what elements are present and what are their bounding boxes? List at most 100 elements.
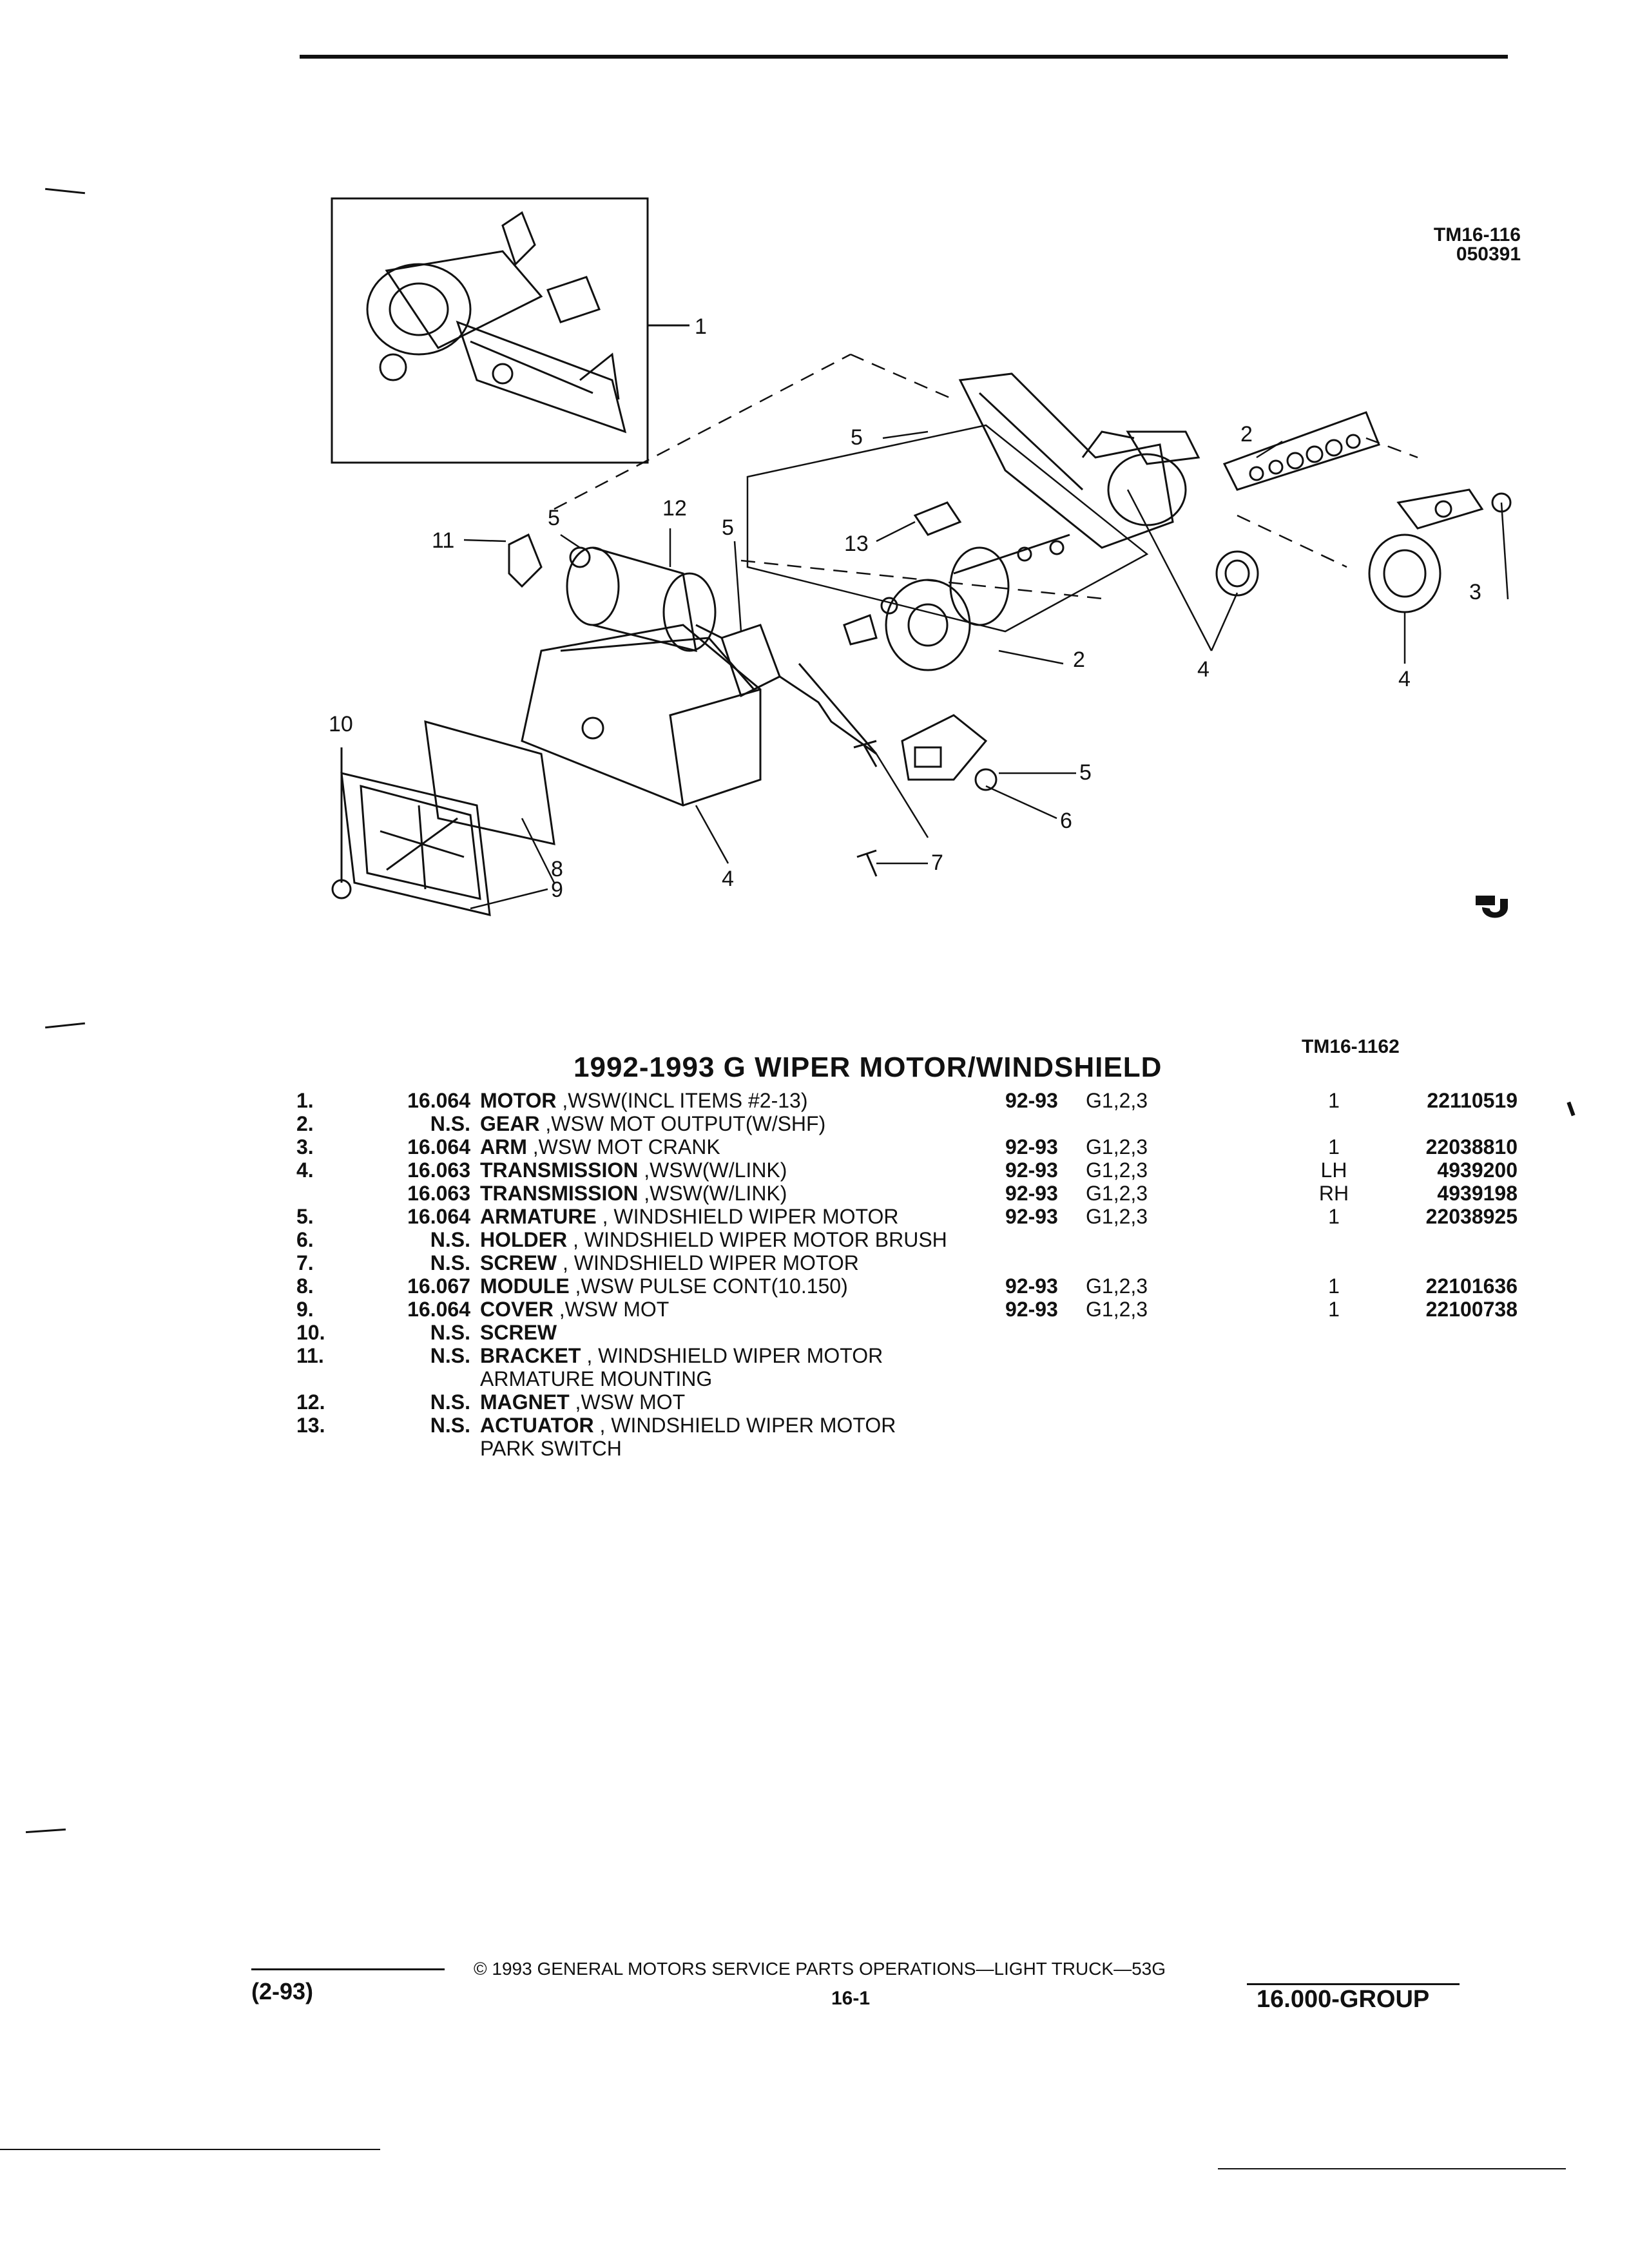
callout-label: 4 [722,867,734,891]
group-number: N.S. [430,1414,470,1437]
motor-housing-illustration [521,624,762,807]
part-name: SCREW [480,1251,557,1274]
part-name: ARMATURE [480,1205,597,1228]
part-name: TRANSMISSION [480,1158,639,1182]
part-description: HOLDER , WINDSHIELD WIPER MOTOR BRUSH [480,1228,947,1251]
series: G1,2,3 [1086,1205,1148,1228]
section-title: 1992-1993 G WIPER MOTOR/WINDSHIELD [574,1052,1162,1083]
figure-date-code: 050391 [1456,244,1521,265]
item-number: 6. [296,1228,314,1251]
quantity: 1 [1328,1135,1340,1158]
inset-frame [331,197,649,464]
callout-label: 9 [551,878,563,902]
part-number: 22100738 [1425,1298,1518,1321]
gm-logo-icon [1476,896,1508,918]
footer-date: (2-93) [251,1978,314,2004]
cover-illustration [340,772,491,916]
item-number: 2. [296,1112,314,1135]
figure-id-bottom: TM16-1162 [1302,1036,1400,1057]
part-number: 4939198 [1437,1182,1518,1205]
item-number: 3. [296,1135,314,1158]
part-name: TRANSMISSION [480,1182,639,1205]
callout-label: 13 [844,532,869,556]
parts-row: 3. 16.064 92-93 G1,2,3 1 22038810 ARM ,WSW MOT… [296,1135,1521,1158]
callout-label: 2 [1073,648,1085,672]
callout-label: 8 [551,857,563,881]
group-number: N.S. [430,1112,470,1135]
item-number: 11. [296,1344,324,1367]
gear-group-outline [746,424,1149,633]
part-name: COVER [480,1298,554,1321]
group-number: N.S. [430,1251,470,1274]
bottom-rule-left [0,2149,380,2150]
part-number: 4939200 [1437,1158,1518,1182]
group-number: 16.063 [407,1182,470,1205]
parts-row: 13.N.S.ACTUATOR , WINDSHIELD WIPER MOTOR [296,1414,1521,1437]
part-name: BRACKET [480,1344,581,1367]
crank-arm-illustration [1396,488,1512,530]
part-number: 22038810 [1425,1135,1518,1158]
series: G1,2,3 [1086,1158,1148,1182]
part-name: ARM [480,1135,527,1158]
footer-page-number: 16-1 [831,1988,871,2009]
parts-row: 11. N.S. BRACKET , WINDSHIELD WIPER MOTOR [296,1344,1521,1367]
callout-label: 5 [1079,760,1092,785]
group-number: 16.064 [407,1135,470,1158]
part-description: GEAR ,WSW MOT OUTPUT(W/SHF) [480,1112,825,1135]
screw-10-icon [331,879,352,899]
part-qualifier: ARMATURE MOUNTING [480,1367,713,1390]
callout-label: 10 [329,712,353,736]
model-years: 92-93 [1005,1135,1058,1158]
callout-label: 5 [851,425,863,450]
callout-label: 2 [1240,422,1253,447]
magnet-illustration [566,546,717,653]
parts-row: 6.N.S.HOLDER , WINDSHIELD WIPER MOTOR BR… [296,1228,1521,1251]
series: G1,2,3 [1086,1089,1148,1112]
part-qualifier: ,WSW MOT CRANK [526,1135,720,1158]
part-description: ACTUATOR , WINDSHIELD WIPER MOTOR [480,1414,896,1437]
part-qualifier: ,WSW(INCL ITEMS #2-13) [556,1089,808,1112]
model-years: 92-93 [1005,1089,1058,1112]
part-qualifier: ,WSW(W/LINK) [638,1158,787,1182]
model-years: 92-93 [1005,1158,1058,1182]
part-description: MAGNET ,WSW MOT [480,1390,685,1414]
margin-mark [25,1828,66,1834]
armature-illustration [695,624,878,755]
part-name: SCREW [480,1321,557,1344]
part-qualifier: , WINDSHIELD WIPER MOTOR [596,1205,899,1228]
series: G1,2,3 [1086,1298,1148,1321]
model-years: 92-93 [1005,1274,1058,1298]
series: G1,2,3 [1086,1182,1148,1205]
part-qualifier: ,WSW(W/LINK) [638,1182,787,1205]
part-name: HOLDER [480,1228,568,1251]
model-years: 92-93 [1005,1298,1058,1321]
guide-line [554,353,851,510]
pulley-large-icon [1368,533,1441,613]
part-qualifier: , WINDSHIELD WIPER MOTOR BRUSH [567,1228,947,1251]
margin-mark [45,187,85,195]
pulley-small-icon [1215,550,1259,597]
item-number: 1. [296,1089,314,1112]
part-description: BRACKET , WINDSHIELD WIPER MOTOR [480,1344,883,1367]
callout-label: 7 [931,850,943,875]
parts-row: PARK SWITCH [296,1437,1521,1460]
group-number: N.S. [430,1321,470,1344]
part-description: ARMATURE , WINDSHIELD WIPER MOTOR [480,1205,898,1228]
callout-label: 3 [1469,580,1481,604]
item-number: 9. [296,1298,314,1321]
quantity: 1 [1328,1274,1340,1298]
part-description: SCREW [480,1321,557,1344]
group-number: N.S. [430,1344,470,1367]
callout-leaders [463,430,1509,910]
series: G1,2,3 [1086,1135,1148,1158]
figure-id-text: TM16-116 [1433,224,1521,245]
scan-mark [1566,1101,1576,1117]
quantity: 1 [1328,1298,1340,1321]
part-qualifier: ,WSW PULSE CONT(10.150) [569,1274,848,1298]
quantity: 1 [1328,1089,1340,1112]
